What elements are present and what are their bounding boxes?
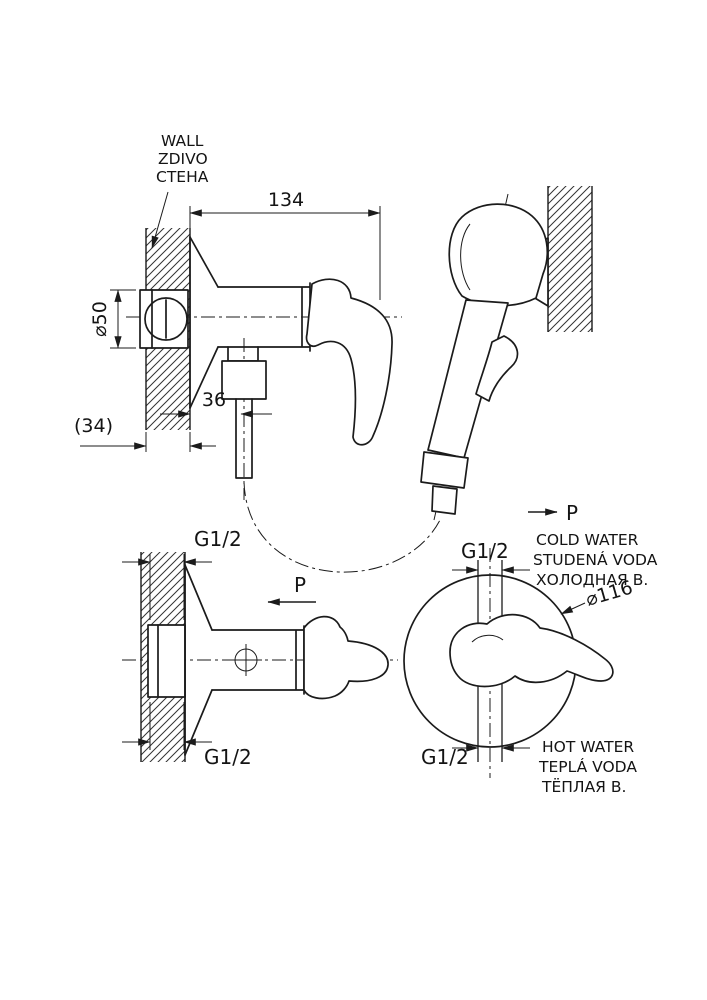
inlet-fitting: [139, 289, 189, 349]
shower-nut: [420, 451, 469, 489]
valve-body: [217, 282, 311, 352]
dim-116-leader: [560, 602, 586, 615]
hand-shower-view: [420, 186, 593, 521]
cold-water-en: COLD WATER: [536, 531, 639, 549]
p-label-left: P: [294, 573, 306, 597]
front-valve-body: [211, 625, 305, 695]
side-view-valve: [80, 191, 402, 500]
shower-head-face-line: [460, 223, 471, 291]
outlet-neck: [227, 346, 259, 362]
hot-water-cz: TEPLÁ VODA: [538, 757, 637, 776]
lever-handle-side: [305, 278, 393, 446]
g12-top-right-label: G1/2: [461, 539, 509, 563]
shower-nipple: [431, 485, 458, 515]
wall-label-ru: СТЕНА: [156, 168, 209, 186]
dim-36-label: 36: [202, 389, 226, 411]
dim-34-ext: [145, 432, 191, 452]
dim-50-ext: [110, 289, 136, 349]
cold-water-ru: ХОЛОДНАЯ В.: [536, 571, 648, 589]
shower-trigger: [475, 335, 519, 402]
cold-water-cz: STUDENÁ VODA: [533, 550, 658, 569]
face-lever-handle: [449, 613, 614, 688]
shower-hose: [243, 481, 442, 573]
wall-leader-line: [151, 191, 169, 249]
front-inlet-fitting: [147, 624, 186, 698]
labels: WALL ZDIVO СТЕНА 134 ⌀50 (34) 36 G1/2 G1…: [74, 132, 658, 796]
shower-wall-hatch: [548, 186, 592, 332]
hot-water-ru: ТЁПЛАЯ В.: [541, 777, 626, 796]
dim-134-ext: [189, 206, 381, 300]
shower-head: [448, 203, 549, 307]
dim-34-label: (34): [74, 415, 113, 437]
wall-label-en: WALL: [161, 132, 204, 150]
dim-50-label: ⌀50: [89, 301, 111, 337]
g12-top-left-label: G1/2: [194, 527, 242, 551]
flange-cone: [189, 236, 219, 409]
inlet-circle: [144, 297, 188, 341]
wall-label-cz: ZDIVO: [158, 150, 208, 168]
front-screw-cross: [230, 644, 262, 676]
face-handle-detail: [471, 634, 504, 643]
dim-134-label: 134: [268, 189, 304, 211]
g12-bottom-right-label: G1/2: [421, 745, 469, 769]
outlet-nut: [221, 360, 267, 400]
g12-bottom-left-label: G1/2: [204, 745, 252, 769]
hot-water-en: HOT WATER: [542, 738, 634, 756]
front-lever-handle: [303, 615, 389, 700]
face-view-valve: [403, 508, 614, 778]
p-label-right: P: [566, 501, 578, 525]
front-view-valve: [122, 552, 398, 762]
